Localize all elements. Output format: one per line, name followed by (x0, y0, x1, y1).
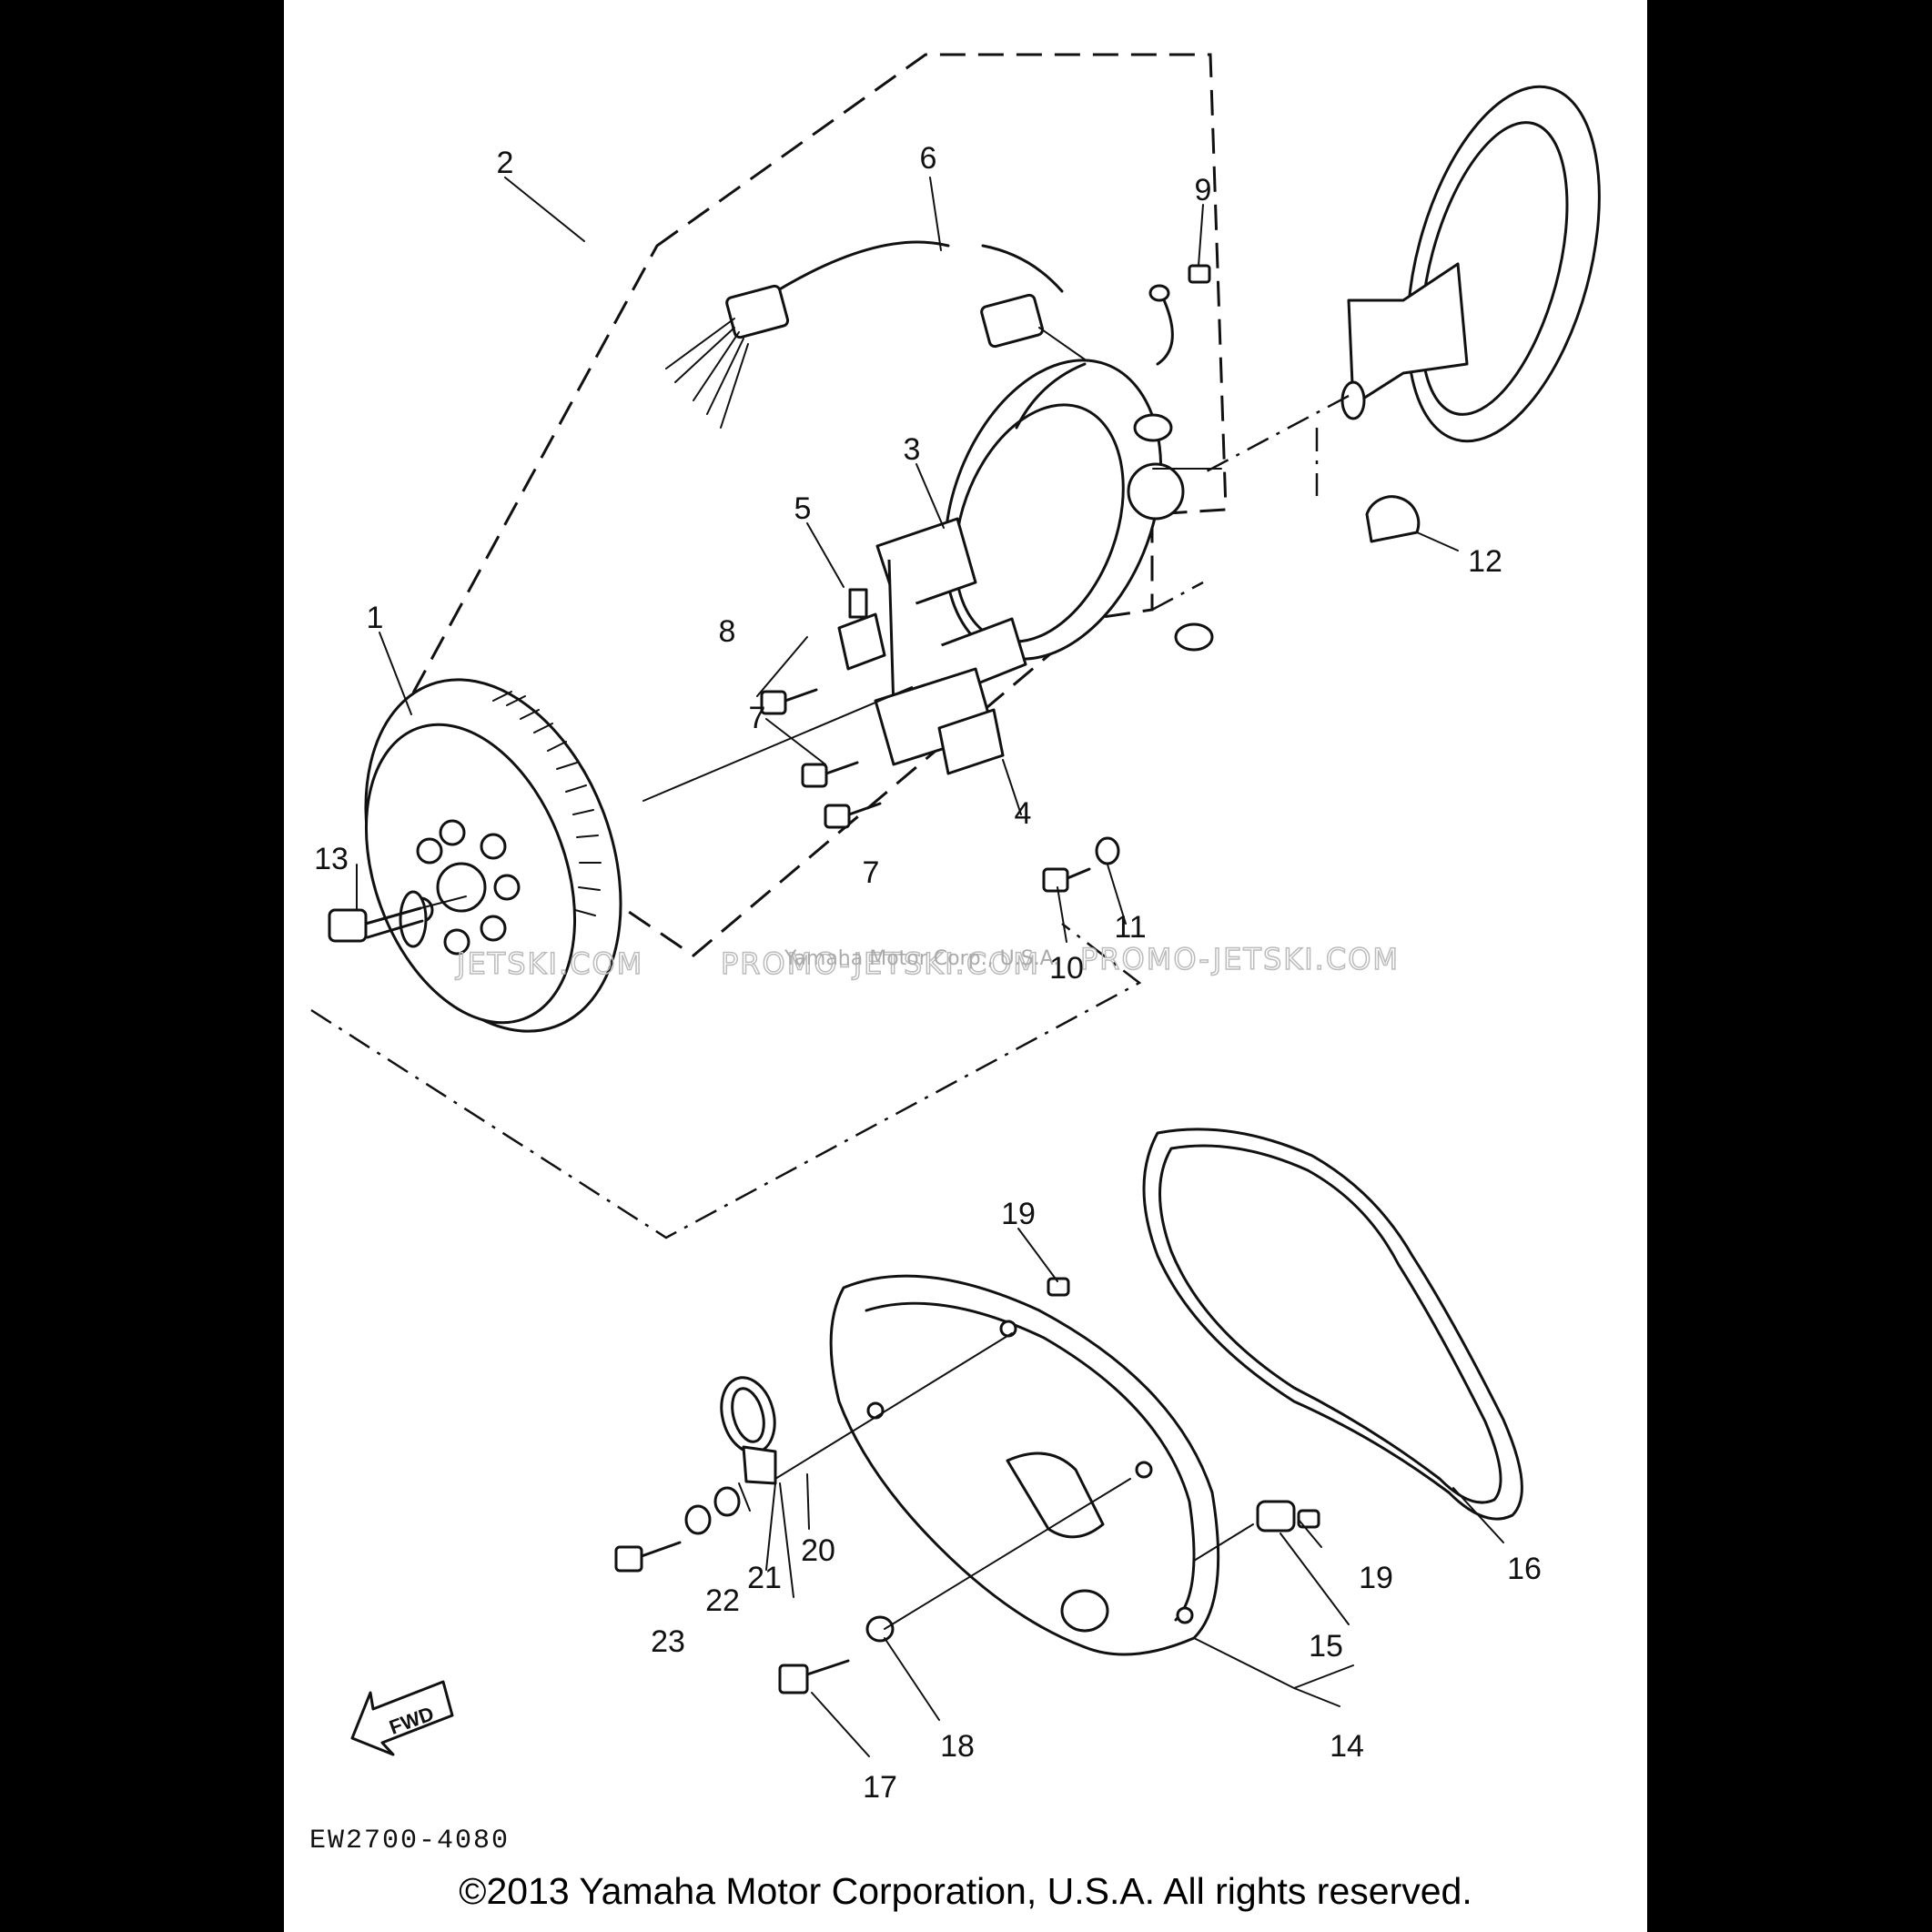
watermark-left: JETSKI.COM (455, 946, 643, 981)
callout-7b: 7 (863, 855, 880, 890)
ground-lead (1148, 264, 1211, 366)
watermark-right: PROMO-JETSKI.COM (1080, 942, 1400, 976)
callout-13: 13 (314, 842, 349, 876)
callout-19b: 19 (1359, 1561, 1393, 1595)
callout-11: 11 (1114, 910, 1146, 945)
dowel-pin-upper (1047, 1277, 1070, 1297)
watermark-mid: PROMO-JETSKI.COM (721, 946, 1040, 981)
copyright-notice: ©2013 Yamaha Motor Corporation, U.S.A. A… (459, 1870, 1472, 1912)
callout-20: 20 (801, 1533, 835, 1568)
screws (760, 688, 882, 829)
exploded-parts-diagram: FWD 1 2 3 4 5 6 7 7 8 9 10 11 12 13 14 1… (309, 53, 1601, 1856)
wire-harness (665, 240, 1086, 429)
callout-7a: 7 (749, 701, 766, 735)
callout-2: 2 (497, 146, 514, 180)
collar (1256, 1500, 1296, 1532)
callout-1: 1 (367, 601, 384, 635)
figure-code: EW2700-4080 (309, 1826, 510, 1856)
rotor-hub (1340, 85, 1601, 443)
callout-6: 6 (920, 141, 937, 176)
callout-12: 12 (1468, 544, 1502, 579)
callout-22: 22 (705, 1583, 740, 1618)
callout-8: 8 (719, 614, 736, 649)
washer-22 (684, 1504, 712, 1535)
callout-10: 10 (1049, 951, 1084, 986)
callout-14: 14 (1330, 1729, 1364, 1764)
watermark-overlay: Yamaha Motor Corp., U.S.A. (784, 947, 1059, 970)
hose-clamp (720, 1376, 777, 1485)
collar-21 (713, 1486, 741, 1517)
flywheel-rotor (364, 678, 622, 1033)
screw-washer (1042, 836, 1120, 893)
fwd-arrow-icon: FWD (350, 1680, 454, 1756)
callout-16: 16 (1507, 1552, 1542, 1586)
pickup-coil (837, 588, 886, 671)
diagram-sheet: FWD 1 2 3 4 5 6 7 7 8 9 10 11 12 13 14 1… (284, 0, 1647, 1932)
lighting-coil (874, 667, 1005, 775)
bolt-17 (778, 1659, 850, 1694)
woodruff-key (1365, 495, 1421, 543)
callout-5: 5 (794, 491, 812, 526)
callout-21: 21 (747, 1561, 782, 1595)
callout-15: 15 (1309, 1629, 1343, 1664)
bolt-23 (614, 1541, 682, 1573)
callout-3: 3 (904, 432, 921, 467)
stator-base (943, 359, 1214, 661)
cover-gasket (1142, 1128, 1523, 1521)
callout-9: 9 (1195, 173, 1212, 207)
callout-4: 4 (1015, 796, 1032, 831)
callout-23: 23 (651, 1624, 685, 1659)
washer-18 (865, 1615, 895, 1643)
cover-group-lines (310, 923, 1142, 1239)
callout-19a: 19 (1001, 1197, 1036, 1231)
callout-18: 18 (940, 1729, 975, 1764)
callout-17: 17 (863, 1770, 897, 1805)
flywheel-bolt (328, 895, 467, 943)
